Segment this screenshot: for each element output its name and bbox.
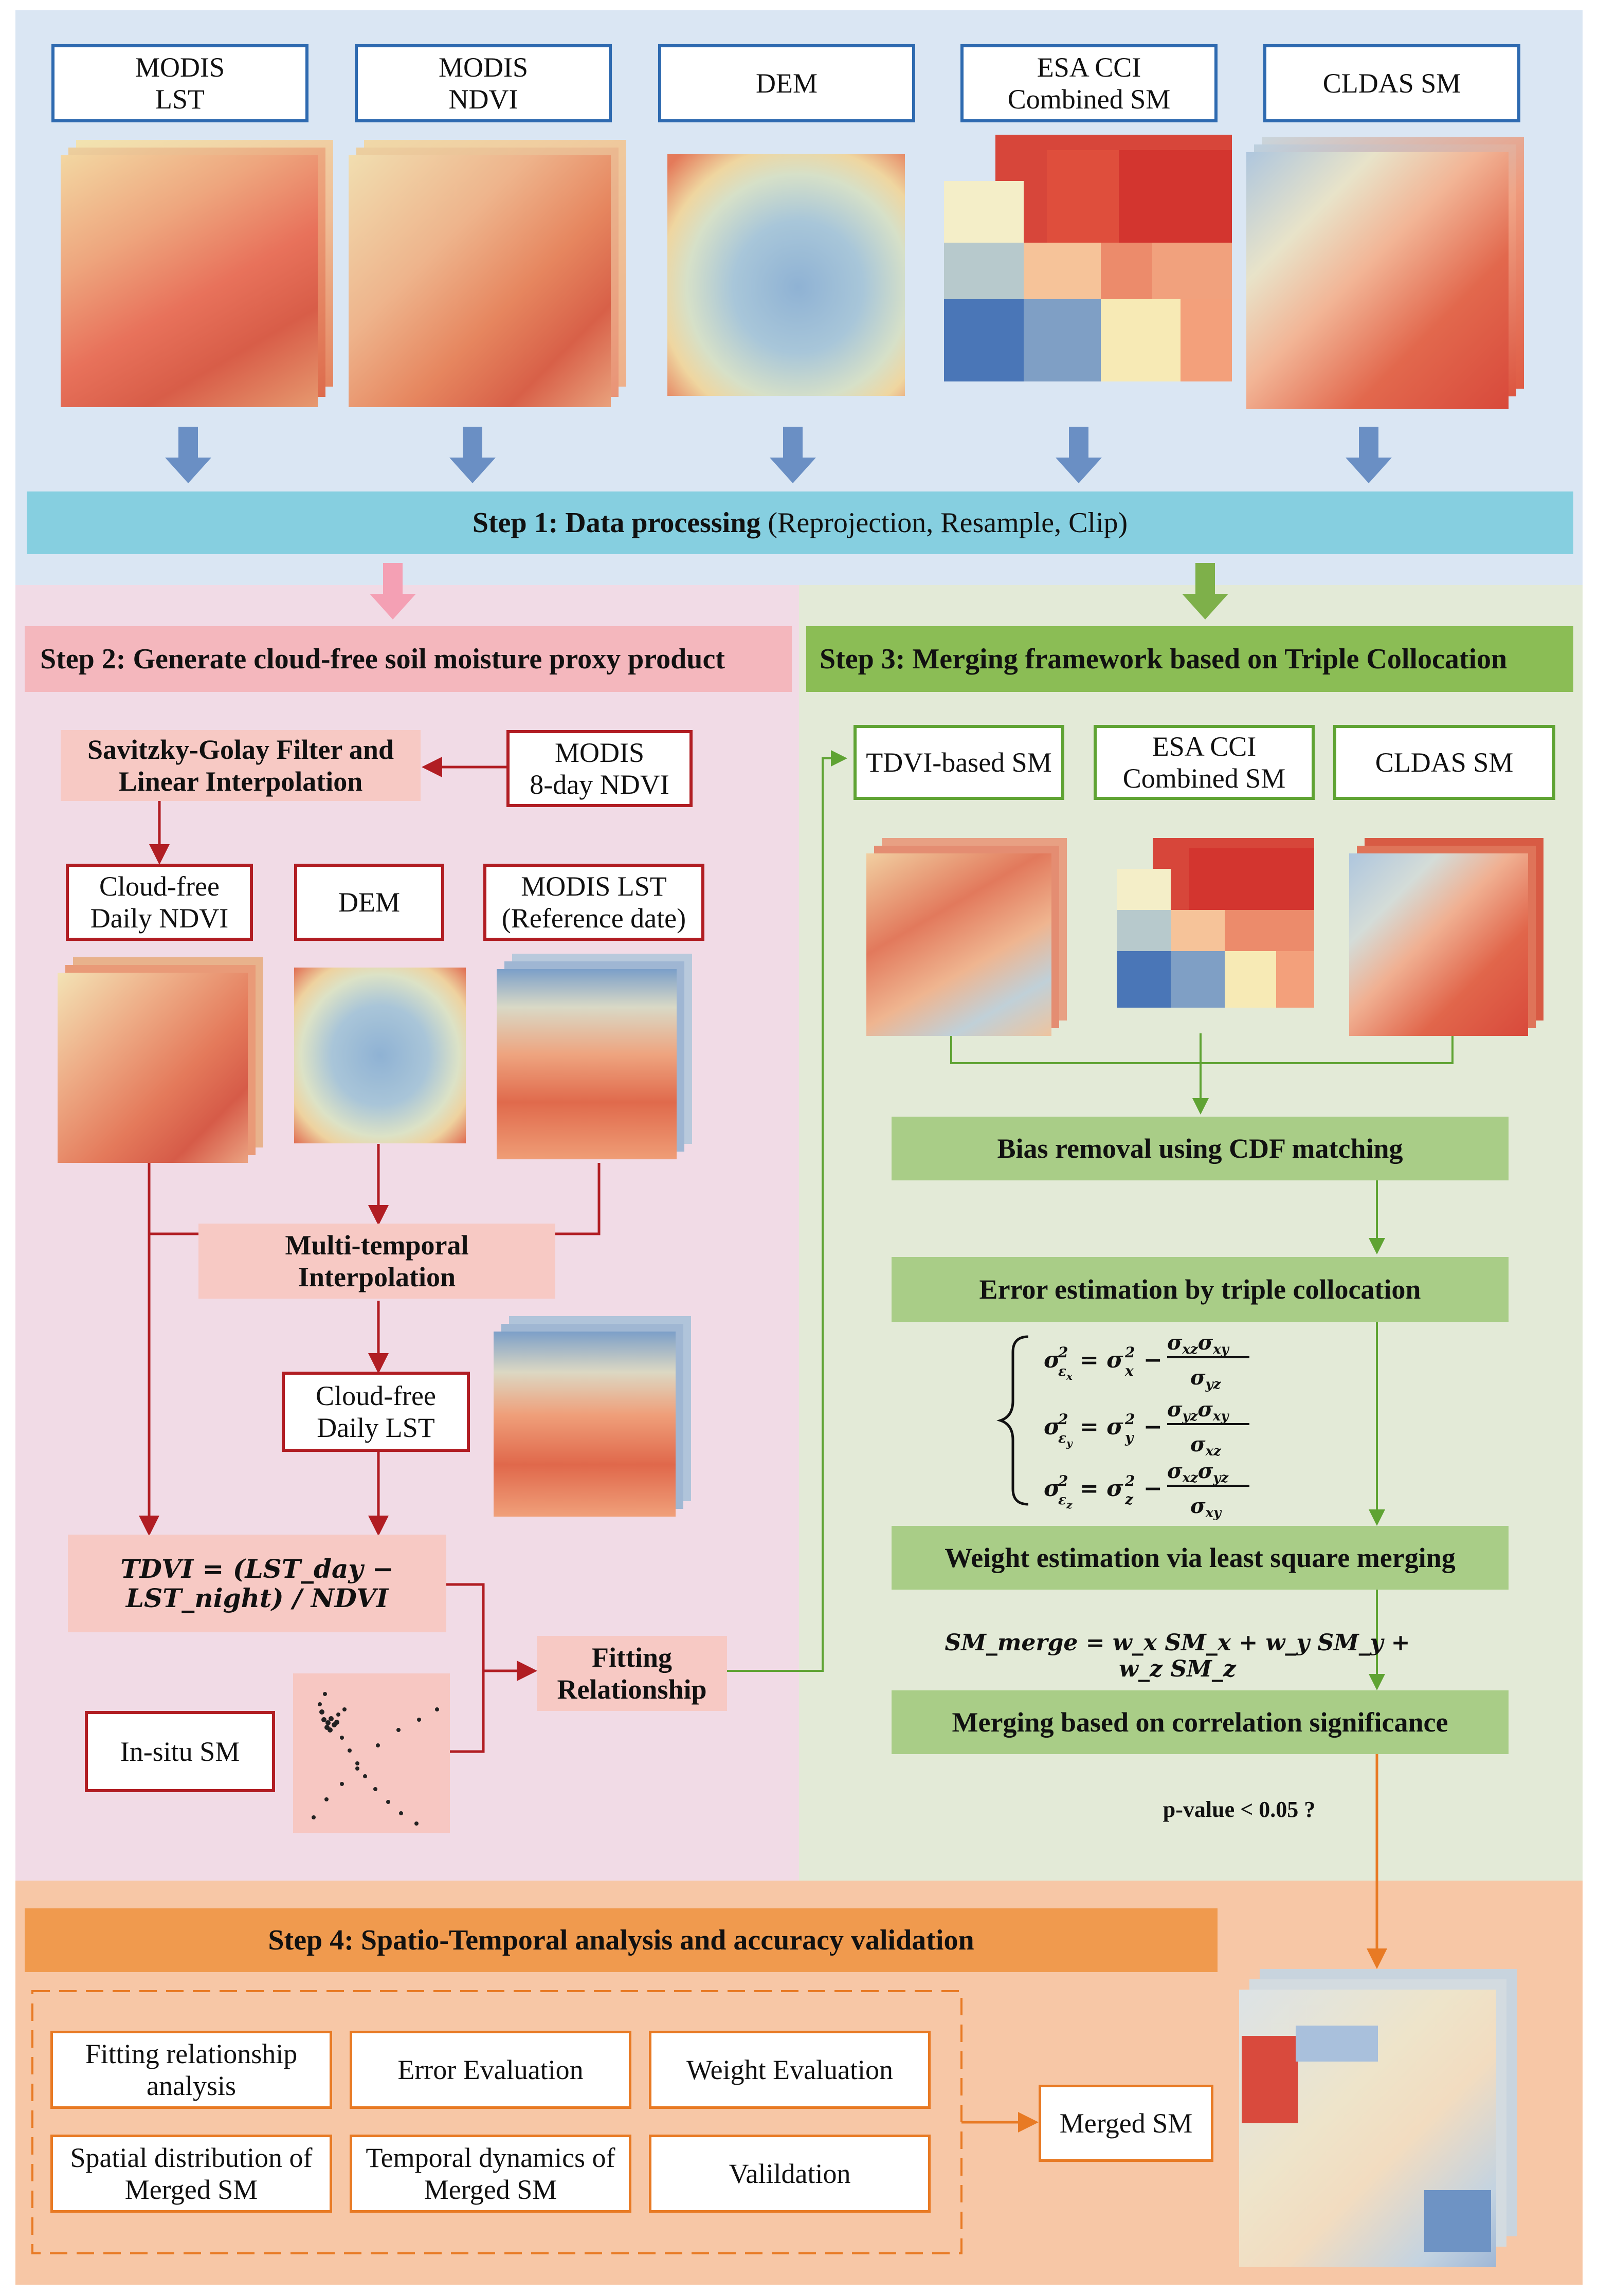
- svg-text:σxzσyz: σxzσyz: [1167, 1459, 1229, 1486]
- cldas-step3-map: [1349, 838, 1543, 1036]
- svg-text:ε: ε: [1058, 1364, 1066, 1379]
- svg-text:σ: σ: [1044, 1414, 1061, 1440]
- svg-text:x: x: [1124, 1362, 1134, 1379]
- svg-text:2: 2: [1124, 1411, 1135, 1428]
- spatial-distribution-box: Spatial distribution of Merged SM: [50, 2135, 332, 2213]
- tdvi-sm-box: TDVI-based SM: [854, 725, 1064, 800]
- step3-panel-bg: [799, 585, 1583, 1881]
- step2-title: Step 2: Generate cloud-free soil moistur…: [40, 643, 725, 675]
- blue-down-arrows: [165, 427, 1392, 483]
- svg-text:σyz: σyz: [1190, 1365, 1222, 1392]
- input-modis-lst: MODIS LST: [51, 44, 308, 122]
- validation-box: Valildation: [649, 2135, 931, 2213]
- svg-text:σxzσxy: σxzσxy: [1167, 1331, 1230, 1357]
- input-cldas: CLDAS SM: [1263, 44, 1520, 122]
- cloudfree-ndvi-map: [58, 957, 263, 1163]
- lst-map-stack: [61, 140, 333, 417]
- svg-text:σ: σ: [1044, 1347, 1061, 1373]
- temporal-dynamics-box: Temporal dynamics of Merged SM: [350, 2135, 631, 2213]
- svg-text:−: −: [1143, 1414, 1163, 1440]
- step4-title-bar: Step 4: Spatio-Temporal analysis and acc…: [25, 1908, 1218, 1972]
- input-esa-cci: ESA CCI Combined SM: [960, 44, 1218, 122]
- dem-box: DEM: [294, 864, 444, 941]
- esa-cci-step3-map: [1117, 838, 1314, 1034]
- step2-title-bar: Step 2: Generate cloud-free soil moistur…: [25, 626, 792, 692]
- insitu-sm-box: In-situ SM: [85, 1711, 275, 1792]
- merged-sm-map: [1239, 1969, 1517, 2272]
- svg-text:= σ: = σ: [1080, 1475, 1123, 1502]
- step1-title-bold: Step 1: Data processing: [472, 507, 761, 539]
- svg-text:σyzσxy: σyzσxy: [1167, 1397, 1229, 1424]
- input-dem: DEM: [658, 44, 915, 122]
- esa-cci-map-stack: [944, 135, 1232, 423]
- svg-text:σxz: σxz: [1190, 1432, 1222, 1459]
- ndvi-map-stack: [349, 140, 626, 420]
- step2-dem-map: [294, 968, 466, 1143]
- error-estimation-box: Error estimation by triple collocation: [892, 1257, 1509, 1322]
- merged-sm-box: Merged SM: [1039, 2085, 1213, 2162]
- multi-temporal-box: Multi-temporal Interpolation: [198, 1224, 555, 1299]
- pvalue-label: p-value < 0.05 ?: [1163, 1797, 1316, 1822]
- svg-text:y: y: [1124, 1429, 1134, 1446]
- svg-text:2: 2: [1058, 1472, 1068, 1489]
- tdvi-formula-box: TDVI = (LST_day − LST_night) / NDVI: [68, 1535, 446, 1632]
- modis-8day-ndvi-box: MODIS 8-day NDVI: [506, 730, 693, 807]
- svg-text:ε: ε: [1058, 1492, 1066, 1508]
- bias-removal-box: Bias removal using CDF matching: [892, 1117, 1509, 1180]
- svg-text:2: 2: [1124, 1344, 1135, 1361]
- modis-lst-ref-box: MODIS LST (Reference date): [483, 864, 704, 941]
- svg-text:x: x: [1066, 1370, 1073, 1382]
- svg-text:y: y: [1066, 1437, 1073, 1449]
- green-down-arrow: [1182, 563, 1228, 619]
- tdvi-sm-map: [866, 838, 1067, 1036]
- svg-text:= σ: = σ: [1080, 1347, 1123, 1373]
- modis-lst-ref-map: [497, 954, 692, 1159]
- svg-text:−: −: [1143, 1347, 1163, 1373]
- weight-estimation-box: Weight estimation via least square mergi…: [892, 1526, 1509, 1590]
- error-evaluation-box: Error Evaluation: [350, 2031, 631, 2109]
- step4-dashed-group: [31, 1990, 963, 2254]
- merge-formula: SM_merge = w_x SM_x + w_y SM_y + w_z SM_…: [945, 1630, 1410, 1682]
- dem-map: [667, 154, 905, 396]
- step1-bar: Step 1: Data processing (Reprojection, R…: [27, 491, 1573, 554]
- svg-text:σ: σ: [1044, 1475, 1061, 1502]
- scatter-plot: [293, 1673, 450, 1833]
- step3-title-bar: Step 3: Merging framework based on Tripl…: [806, 626, 1573, 692]
- cloudfree-lst-map: [494, 1316, 691, 1517]
- fitting-relationship-box: Fitting Relationship: [537, 1636, 727, 1711]
- input-modis-ndvi: MODIS NDVI: [355, 44, 612, 122]
- svg-text:z: z: [1124, 1491, 1134, 1508]
- svg-text:z: z: [1066, 1499, 1073, 1511]
- cldas-step3-box: CLDAS SM: [1333, 725, 1555, 800]
- cloudfree-lst-box: Cloud-free Daily LST: [282, 1372, 470, 1452]
- fitting-analysis-box: Fitting relationship analysis: [50, 2031, 332, 2109]
- svg-text:2: 2: [1124, 1472, 1135, 1489]
- svg-text:2: 2: [1058, 1411, 1068, 1428]
- step3-title: Step 3: Merging framework based on Tripl…: [820, 643, 1508, 675]
- svg-text:σxy: σxy: [1190, 1494, 1222, 1521]
- svg-text:2: 2: [1058, 1344, 1068, 1361]
- sg-filter-box: Savitzky-Golay Filter and Linear Interpo…: [61, 730, 421, 801]
- step1-title-rest: (Reprojection, Resample, Clip): [760, 507, 1128, 539]
- merging-significance-box: Merging based on correlation significanc…: [892, 1690, 1509, 1754]
- esa-cci-step3-box: ESA CCI Combined SM: [1094, 725, 1315, 800]
- svg-text:= σ: = σ: [1080, 1414, 1123, 1440]
- weight-evaluation-box: Weight Evaluation: [649, 2031, 931, 2109]
- cldas-map-stack: [1246, 137, 1524, 417]
- step4-title: Step 4: Spatio-Temporal analysis and acc…: [268, 1924, 974, 1956]
- svg-text:ε: ε: [1058, 1431, 1066, 1446]
- pink-down-arrow: [370, 563, 416, 619]
- svg-text:−: −: [1143, 1475, 1163, 1502]
- cloudfree-ndvi-box: Cloud-free Daily NDVI: [66, 864, 253, 941]
